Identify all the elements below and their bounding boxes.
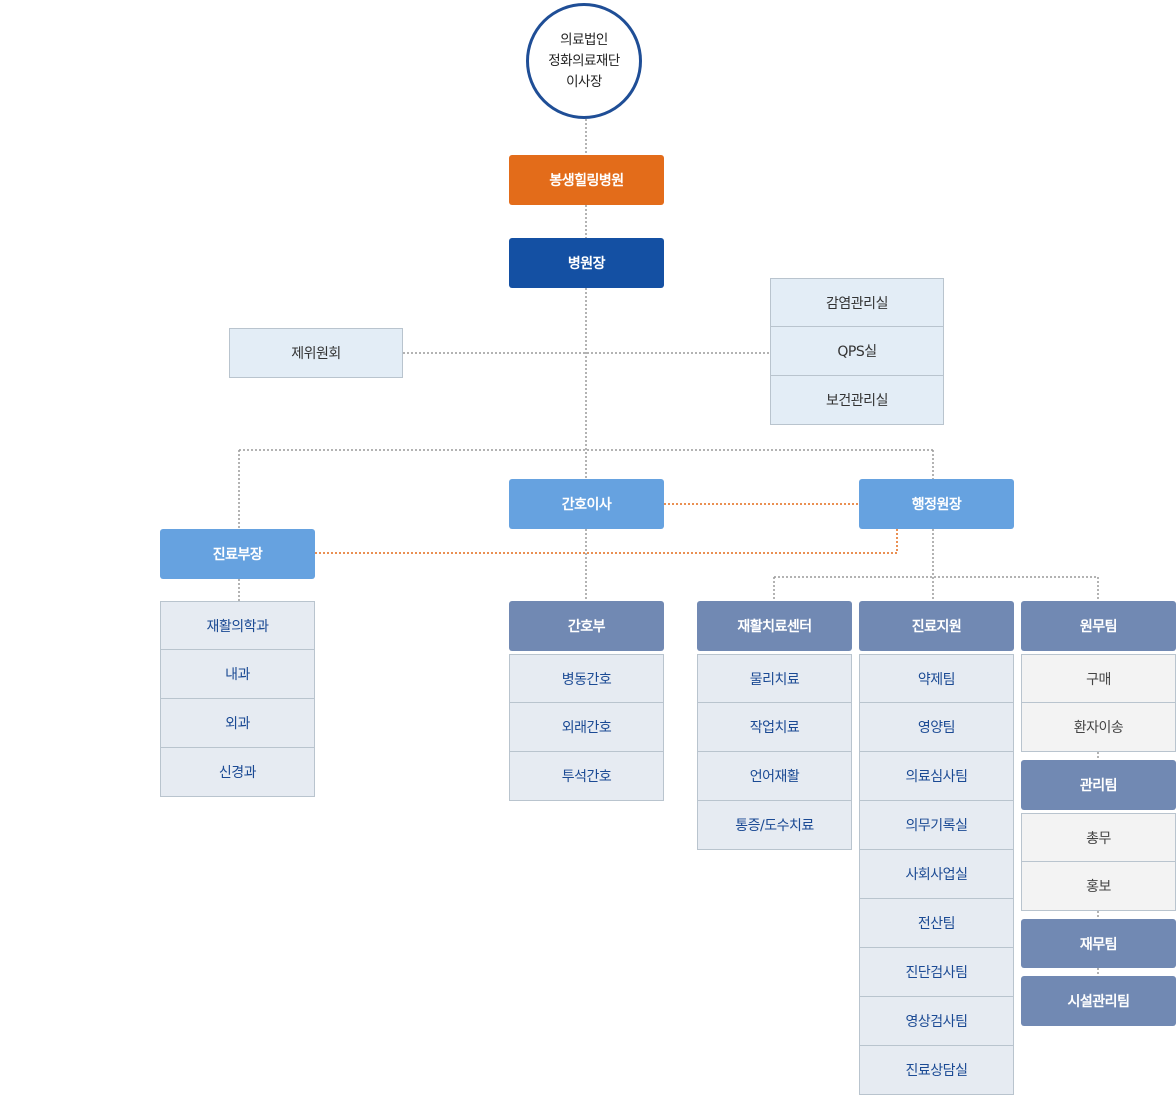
management-item: 총무 [1021,813,1176,862]
department-item: 재활의학과 [160,601,315,650]
rehab-item: 언어재활 [697,752,852,801]
staff-offices-stack: 감염관리실 QPS실 보건관리실 [770,278,944,425]
chairman-node: 의료법인 정화의료재단 이사장 [526,3,642,119]
support-stack: 약제팀 영양팀 의료심사팀 의무기록실 사회사업실 전산팀 진단검사팀 영상검사… [859,654,1014,1095]
chairman-line2: 정화의료재단 [548,52,620,69]
general-affairs-item: 환자이송 [1021,703,1176,752]
rehab-center-header: 재활치료센터 [697,601,852,651]
management-stack: 총무 홍보 [1021,813,1176,911]
nursing-stack: 병동간호 외래간호 투석간호 [509,654,664,801]
rehab-item: 작업치료 [697,703,852,752]
support-item: 영양팀 [859,703,1014,752]
rehab-item: 통증/도수치료 [697,801,852,850]
staff-office-item: QPS실 [770,327,944,376]
support-item: 약제팀 [859,654,1014,703]
support-item: 영상검사팀 [859,997,1014,1046]
rehab-item: 물리치료 [697,654,852,703]
admin-director-node: 행정원장 [859,479,1014,529]
director-node: 병원장 [509,238,664,288]
nursing-item: 병동간호 [509,654,664,703]
department-item: 내과 [160,650,315,699]
support-item: 진료상담실 [859,1046,1014,1095]
support-header: 진료지원 [859,601,1014,651]
management-item: 홍보 [1021,862,1176,911]
department-item: 외과 [160,699,315,748]
chairman-line3: 이사장 [566,73,602,90]
general-affairs-item: 구매 [1021,654,1176,703]
support-item: 사회사업실 [859,850,1014,899]
nursing-director-node: 간호이사 [509,479,664,529]
support-item: 전산팀 [859,899,1014,948]
hospital-node: 봉생힐링병원 [509,155,664,205]
committee-node: 제위원회 [229,328,403,378]
support-item: 의료심사팀 [859,752,1014,801]
chairman-line1: 의료법인 [560,31,608,48]
general-affairs-header: 원무팀 [1021,601,1176,651]
rehab-stack: 물리치료 작업치료 언어재활 통증/도수치료 [697,654,852,850]
management-header: 관리팀 [1021,760,1176,810]
medical-departments-stack: 재활의학과 내과 외과 신경과 [160,601,315,797]
nursing-dept-header: 간호부 [509,601,664,651]
finance-header: 재무팀 [1021,919,1176,968]
medical-director-node: 진료부장 [160,529,315,579]
nursing-item: 투석간호 [509,752,664,801]
department-item: 신경과 [160,748,315,797]
nursing-item: 외래간호 [509,703,664,752]
staff-office-item: 보건관리실 [770,376,944,425]
staff-office-item: 감염관리실 [770,278,944,327]
support-item: 의무기록실 [859,801,1014,850]
general-affairs-stack: 구매 환자이송 [1021,654,1176,752]
support-item: 진단검사팀 [859,948,1014,997]
facilities-header: 시설관리팀 [1021,976,1176,1026]
